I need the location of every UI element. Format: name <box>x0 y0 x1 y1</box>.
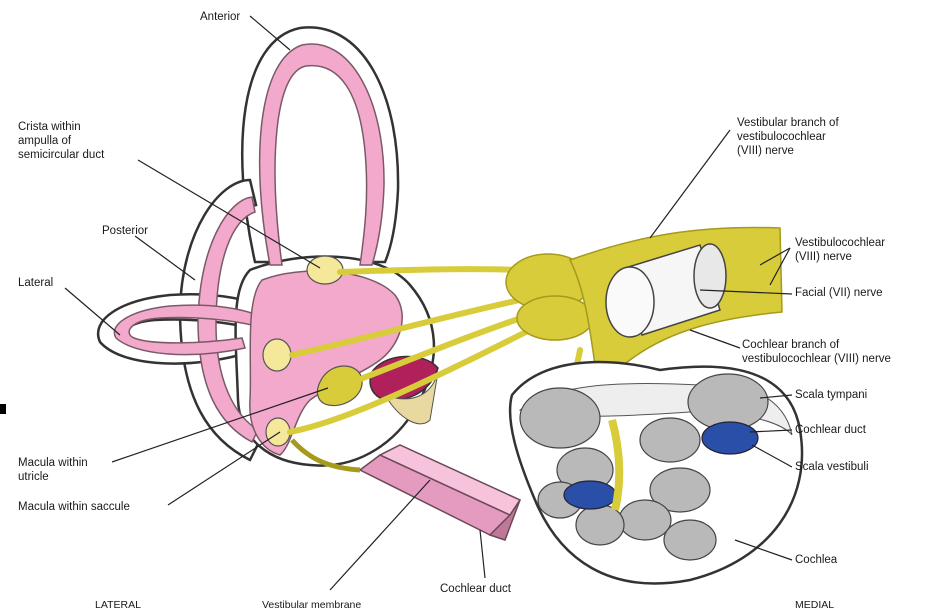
label-facial: Facial (VII) nerve <box>795 286 883 300</box>
label-scala-tympani: Scala tympani <box>795 388 867 402</box>
cochlear-duct-tube <box>360 445 520 540</box>
label-lateral-side: LATERAL <box>95 598 141 612</box>
label-cochlear-duct-bottom: Cochlear duct <box>440 582 511 596</box>
label-anterior: Anterior <box>200 10 240 24</box>
label-vestibulocochlear: Vestibulocochlear (VIII) nerve <box>795 236 885 264</box>
label-cochlear-duct-right: Cochlear duct <box>795 423 866 437</box>
label-cochlear-branch: Cochlear branch of vestibulocochlear (VI… <box>742 338 891 366</box>
label-macula-saccule: Macula within saccule <box>18 500 130 514</box>
label-posterior: Posterior <box>102 224 148 238</box>
label-lateral: Lateral <box>18 276 53 290</box>
cochlea-section <box>510 362 802 583</box>
label-cochlea: Cochlea <box>795 553 837 567</box>
edge-marker <box>0 404 6 414</box>
label-vestibular-membrane: Vestibular membrane <box>262 598 361 612</box>
label-crista: Crista within ampulla of semicircular du… <box>18 120 104 162</box>
label-vestibular-branch: Vestibular branch of vestibulocochlear (… <box>737 116 839 158</box>
label-macula-utricle: Macula within utricle <box>18 456 88 484</box>
label-scala-vestibuli: Scala vestibuli <box>795 460 869 474</box>
label-medial-side: MEDIAL <box>795 598 834 612</box>
